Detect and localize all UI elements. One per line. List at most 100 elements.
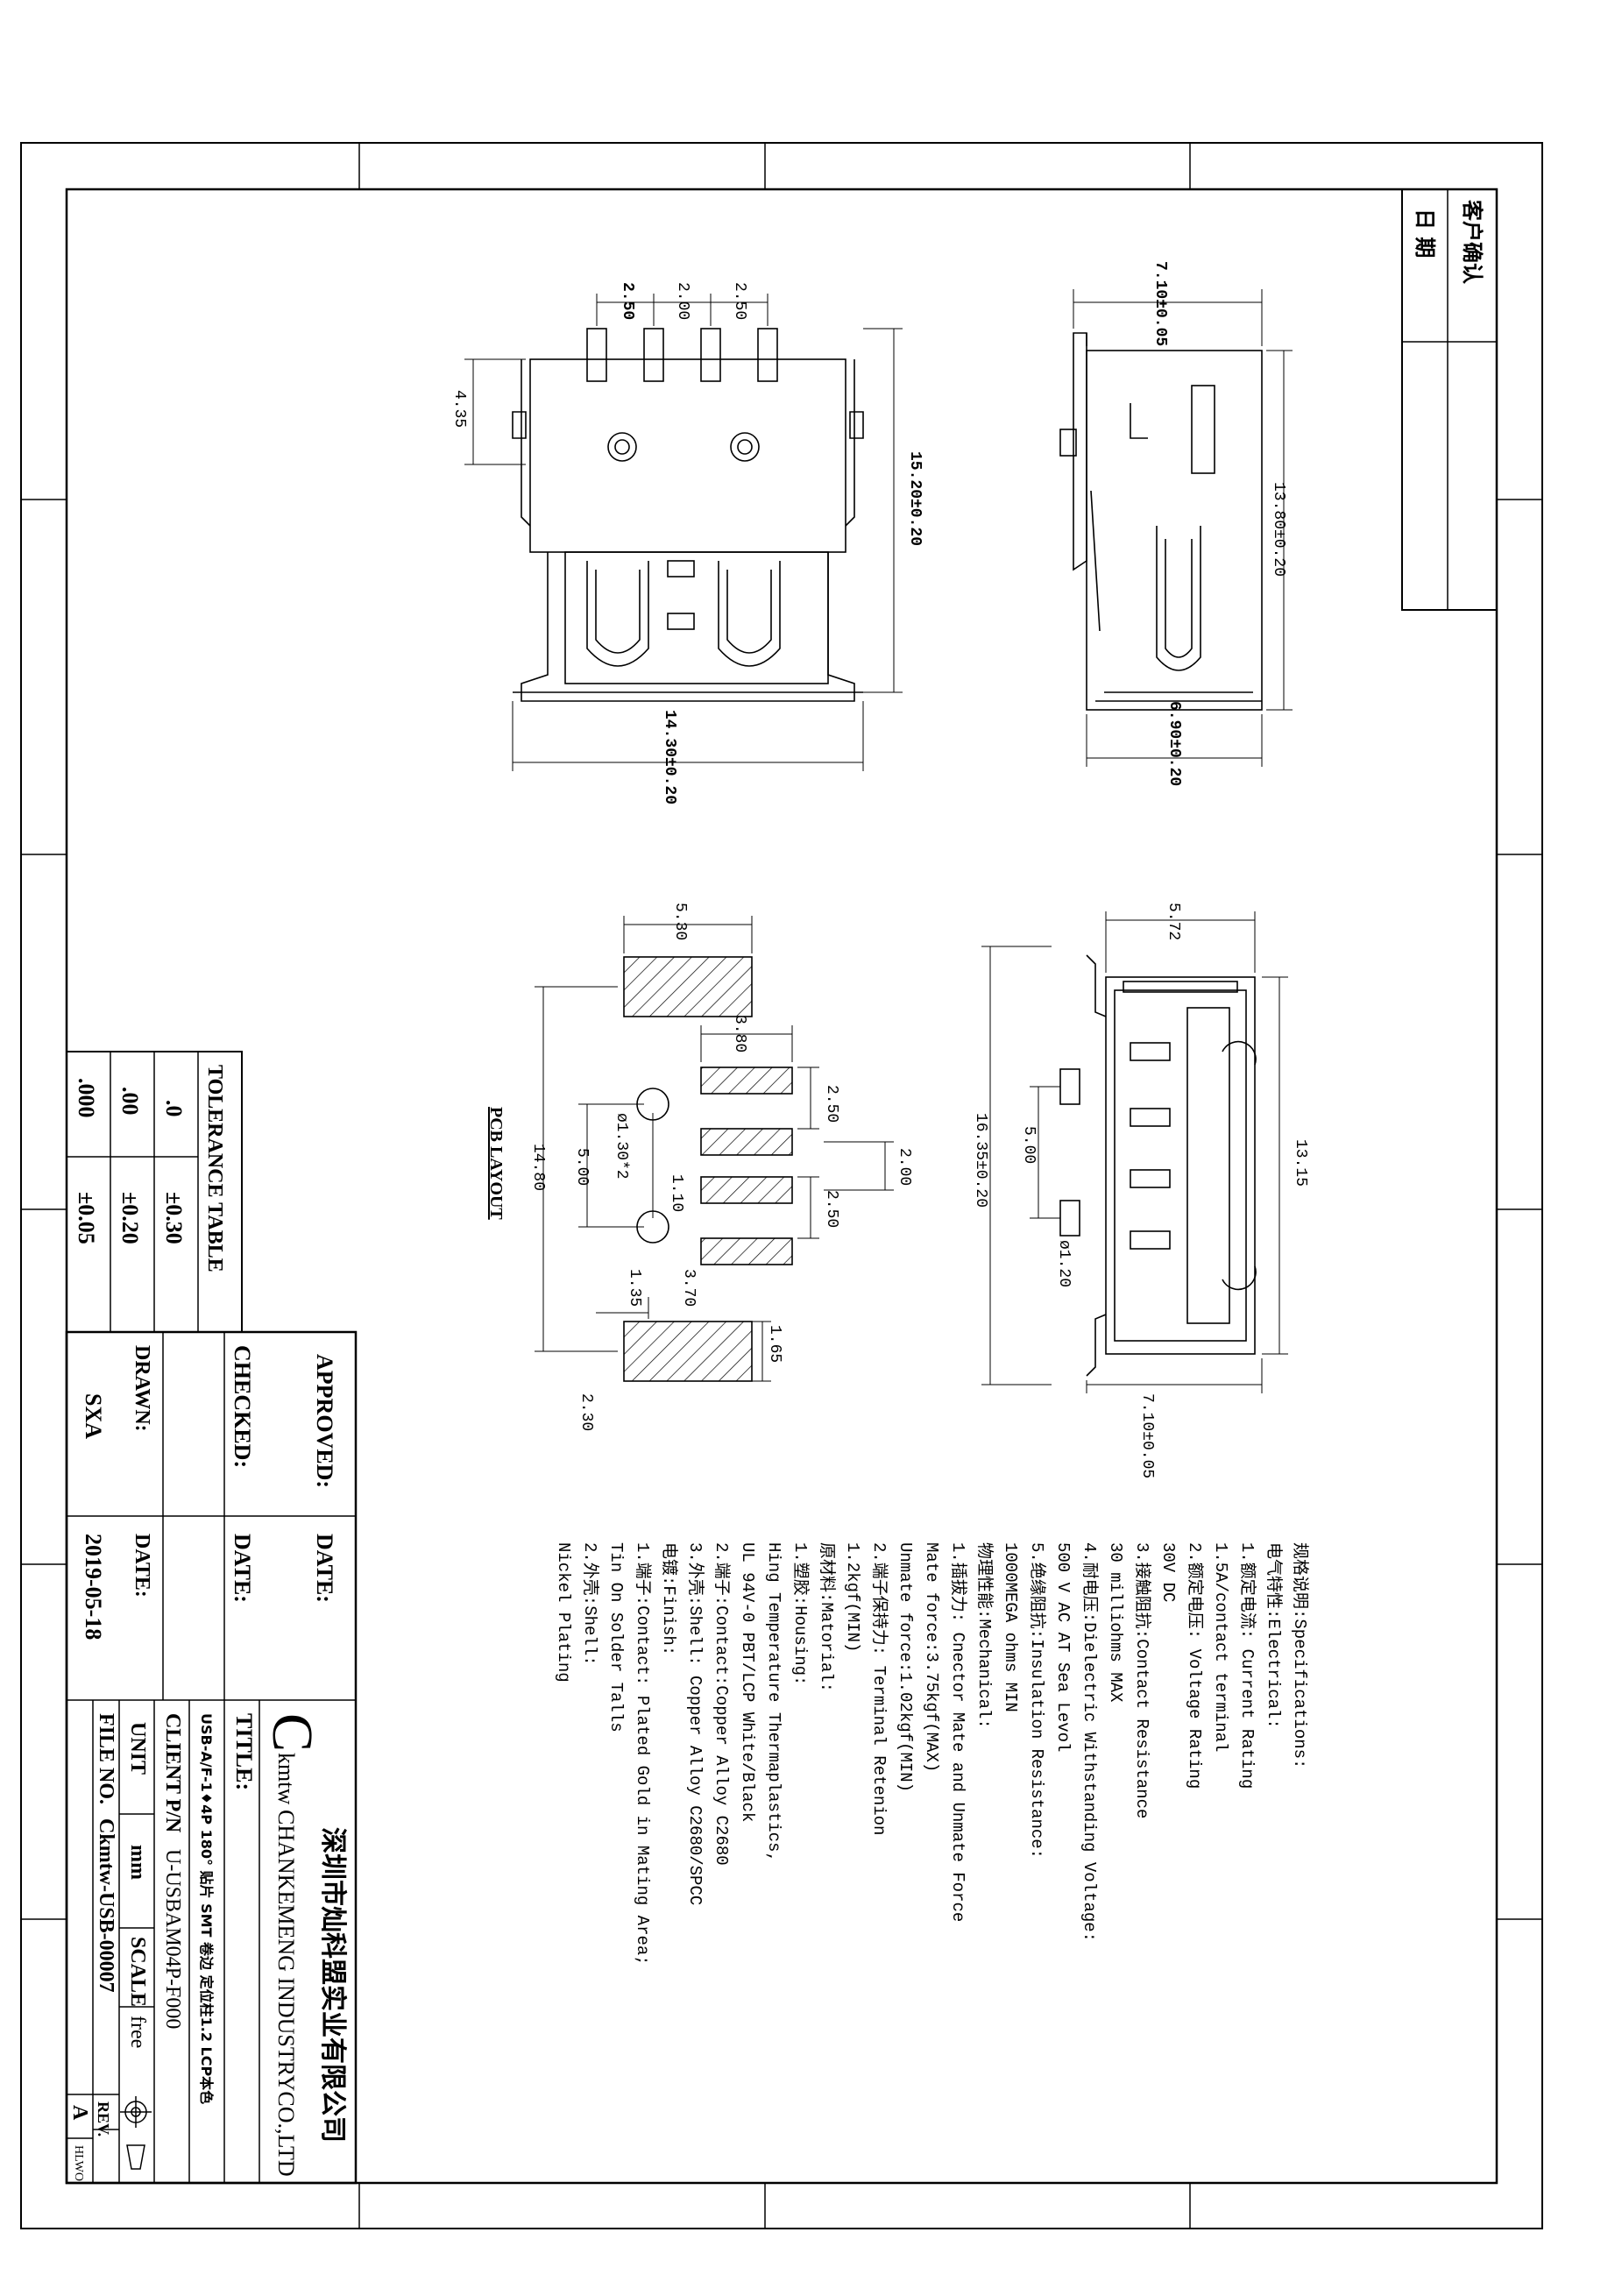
date-label-2: DATE:: [230, 1534, 255, 1603]
spec-line-14: Mate force:3.75kgf(MAX): [922, 1542, 941, 1772]
dim-pcb-200: 2.00: [896, 1148, 913, 1186]
company-name-cn: 深圳市灿科盟实业有限公司: [317, 1827, 348, 2143]
tolerance-table: TOLERANCE TABLE .0 ±0.30 .00 ±0.20 .000 …: [66, 1051, 243, 1333]
spec-line-28: Nickel Plating: [554, 1542, 573, 1683]
tolerance-key-1: .00: [117, 1087, 143, 1116]
spec-line-9: 500 V AC AT Sea Levol: [1053, 1542, 1073, 1752]
spec-line-16: 2.端子保持力: Terminal Retenion: [869, 1542, 889, 1835]
title-value: USB-A/F-1♦4P 180° 贴片 SMT 卷边 定位柱1.2 LCP本色: [198, 1713, 215, 2104]
dim-end-1635: 16.35±0.20: [972, 1113, 989, 1208]
dim-pcb-250b: 2.50: [823, 1190, 840, 1228]
drawn-label: DRAWN:: [131, 1345, 153, 1432]
spec-line-26: Tin On Solder Talls: [606, 1542, 626, 1733]
rev-value: A: [68, 2105, 91, 2121]
client-pn-value: U-USBAM04P-F000: [161, 1849, 184, 2029]
dim-pcb-165: 1.65: [766, 1325, 783, 1363]
spec-line-23: 3.外壳:Shell: Copper Alloy C2680/SPCC: [685, 1542, 705, 1905]
dim-pitch-c: 2.50: [731, 282, 748, 320]
date-label-3: DATE:: [131, 1534, 153, 1598]
spec-line-19: 1.塑胶:Housing:: [790, 1542, 811, 1685]
spec-line-3: 1.5A/contact terminal: [1211, 1542, 1230, 1752]
dim-side-690: 6.90±0.20: [1165, 701, 1183, 786]
dim-pcb-500: 5.00: [573, 1148, 591, 1186]
dim-end-710: 7.10±0.05: [1138, 1393, 1156, 1478]
customer-confirm-label: 客户确认: [1460, 200, 1484, 284]
approved-label: APPROVED:: [312, 1354, 337, 1488]
dim-pcb-530: 5.30: [671, 903, 689, 940]
pcb-layout: [535, 916, 894, 1382]
dim-435: 4.35: [450, 390, 468, 428]
tolerance-val-0: ±0.30: [161, 1192, 187, 1244]
customer-date-label: 日 期: [1413, 209, 1437, 258]
tolerance-title: TOLERANCE TABLE: [203, 1065, 226, 1272]
date-value: 2019-05-18: [81, 1534, 106, 1640]
customer-confirm-box: 客户确认 日 期: [1401, 188, 1498, 611]
dim-pitch-b: 2.00: [674, 282, 691, 320]
dim-pcb-135: 1.35: [626, 1269, 643, 1307]
spec-line-12: 物理性能:Mechanical:: [974, 1542, 995, 1729]
dim-pitch-a: 2.50: [619, 282, 636, 320]
tolerance-key-0: .0: [161, 1100, 187, 1117]
dim-side-1380: 13.80±0.20: [1270, 482, 1287, 577]
file-no-label: FILE NO.: [95, 1713, 117, 1804]
front-view-dimensions: 2.50 2.00 2.50 4.35 15.20±0.20 14.30±0.2…: [450, 282, 924, 804]
title-block: APPROVED: CHECKED: DRAWN: SXA DATE: DATE…: [65, 1330, 358, 2185]
dim-pcb-230: 2.30: [577, 1393, 595, 1431]
date-label-1: DATE:: [312, 1534, 337, 1603]
spec-line-5: 30V DC: [1158, 1542, 1178, 1602]
specifications: 规格说明:Specifications: 电气特性:Electrical: 1.额…: [554, 1542, 1310, 1966]
logo-kmtw: kmtw: [273, 1753, 299, 1804]
spec-line-4: 2.额定电压: Voltage Rating: [1185, 1542, 1205, 1789]
title-label: TITLE:: [231, 1713, 257, 1790]
tolerance-val-1: ±0.20: [117, 1192, 143, 1244]
spec-line-18: 原材料:Matorial:: [817, 1542, 837, 1692]
dim-end-120: ø1.20: [1055, 1240, 1073, 1287]
end-view: [981, 911, 1288, 1393]
dim-pcb-380: 3.80: [731, 1015, 748, 1052]
spec-line-11: 1000MEGA ohms MIN: [1001, 1542, 1020, 1712]
hlwo-label: HLWO: [72, 2145, 85, 2181]
drawing-frame: [20, 142, 1543, 2229]
spec-line-21: UL 94V-0 PBT/LCP White/Black: [738, 1542, 757, 1822]
dim-1520: 15.20±0.20: [906, 451, 924, 546]
spec-line-1: 电气特性:Electrical:: [1264, 1542, 1284, 1729]
spec-line-24: 电镀:Finish:: [659, 1542, 679, 1655]
file-no-value: Ckmtw-USB-00007: [95, 1818, 117, 1993]
dim-end-1315: 13.15: [1292, 1139, 1309, 1187]
spec-line-2: 1.额定电流: Current Rating: [1237, 1542, 1257, 1789]
spec-line-13: 1.插拔力: Cnector Mate and Unmate Force: [948, 1542, 968, 1922]
dim-pcb-370: 3.70: [680, 1269, 698, 1307]
front-view: [464, 294, 903, 771]
client-pn-label: CLIENT P/N: [161, 1713, 184, 1833]
spec-line-17: 1.2kgf(MIN): [843, 1542, 862, 1652]
dim-pcb-1480: 14.80: [529, 1144, 547, 1191]
rev-label: REV.: [95, 2101, 112, 2137]
spec-line-8: 4.耐电压:Dielectric Withstanding Voltage:: [1080, 1542, 1100, 1942]
dim-pcb-hole: ø1.30*2: [613, 1113, 630, 1180]
pcb-layout-dimensions: PCB LAYOUT 5.30 3.80 2.50 2.00 2.50 1.10…: [486, 903, 913, 1431]
unit-label: UNIT: [126, 1722, 149, 1775]
pcb-layout-title: PCB LAYOUT: [486, 1107, 506, 1220]
drawer-name: SXA: [81, 1393, 106, 1439]
checked-label: CHECKED:: [230, 1345, 255, 1468]
side-view-dimensions: 7.10±0.05 13.80±0.20 6.90±0.20: [1151, 261, 1287, 786]
unit-value: mm: [126, 1845, 149, 1880]
side-view: [1059, 289, 1293, 767]
spec-line-27: 2.外壳:Shell:: [580, 1542, 600, 1666]
spec-line-20: Hing Temperature Thermaplastics,: [764, 1542, 783, 1862]
scale-label: SCALE: [126, 1937, 149, 2007]
scale-value: free: [126, 2016, 149, 2048]
company-name-en: CHANKEMENG INDUSTRYCO.,LTD: [273, 1810, 299, 2177]
spec-line-6: 3.接触阻抗:Contact Resistance: [1132, 1542, 1152, 1818]
spec-line-0: 规格说明:Specifications:: [1290, 1542, 1310, 1768]
dim-end-572: 5.72: [1165, 903, 1182, 940]
projection-symbol-icon: [120, 2096, 152, 2170]
dim-end-500: 5.00: [1020, 1126, 1038, 1164]
end-view-dimensions: 5.72 13.15 16.35±0.20 5.00 ø1.20 7.10±0.…: [972, 903, 1309, 1478]
tolerance-val-2: ±0.05: [74, 1192, 99, 1244]
spec-line-10: 5.绝缘阻抗:Insulation Resistance:: [1027, 1542, 1047, 1859]
spec-line-22: 2.端子:Contact:Copper Alloy C2680: [712, 1542, 732, 1866]
spec-line-15: Unmate force:1.02kgf(MIN): [896, 1542, 915, 1792]
spec-line-7: 30 milliohms MAX: [1106, 1542, 1125, 1703]
